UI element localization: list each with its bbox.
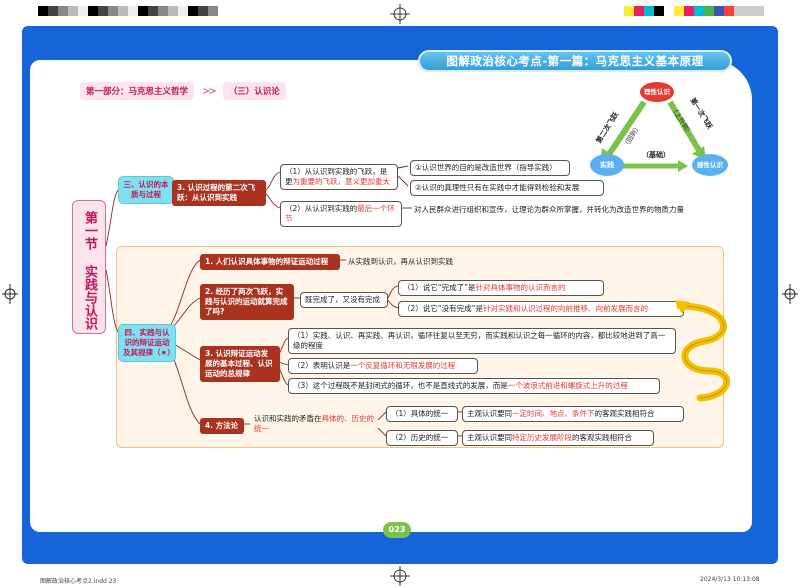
item-concrete-unity-desc-text: 主观认识要同 (467, 409, 512, 418)
node-general-law: 3. 认识辩证运动发展的基本过程、认识运动的总规律 (200, 346, 280, 382)
registration-mark-right (782, 284, 798, 304)
item-not-completed-text: （2）说它“没有完成”是 (403, 304, 484, 313)
registration-mark-left (2, 284, 18, 304)
label-basis: （基础） (642, 151, 670, 159)
item-completed: （1）说它“完成了”是针对具体事物的认识而言的 (398, 280, 604, 296)
item-purpose: ①认识世界的目的是改造世界（指导实践） (410, 160, 570, 176)
section-label: 第一节 实践与认识 (72, 200, 106, 334)
item-concrete-unity: （1）具体的统一 (386, 406, 458, 422)
item-leap-importance-text: （1）从认识到实践的飞跃，是更 (285, 167, 388, 186)
item-repeated-cycle-red: 一个反复循环和无限发展的过程 (350, 361, 456, 370)
item-historical-unity: （2）历史的统一 (386, 430, 458, 446)
branch-four-title: 四、实践与认识的辩证运动及其规律（★） (118, 324, 176, 362)
cycle-diagram: 理性认识 实践 感性认识 第二次飞跃 （回到） 第一次飞跃 （上升到） （基础） (560, 78, 750, 188)
color-bar-right (624, 6, 764, 16)
node-rational-cognition: 理性认识 (640, 82, 674, 102)
item-spiral-progress-red: 一个波浪式前进和螺旋式上升的过程 (507, 381, 628, 390)
item-not-completed-red: 针对实践和认识过程的向前推移、向前发展而言的 (483, 304, 649, 313)
desc-methodology-red: 具体的、历史的统一 (254, 414, 374, 433)
item-completed-red: 针对具体事物的认识而言的 (475, 283, 566, 292)
item-cycle-endless: （1）实践、认识、再实践、再认识，循环往复以至无穷，而实践和认识之每一循环的内容… (288, 328, 676, 354)
item-last-link-red: 最后一个环节 (285, 204, 395, 223)
item-concrete-unity-end: 的客观实践相符合 (594, 409, 655, 418)
item-spiral-progress-text: （3）这个过程既不是封闭式的循环，也不是直线式的发展，而是 (293, 381, 508, 390)
desc-methodology: 认识和实践的矛盾在具体的、历史的统一 (250, 412, 378, 436)
registration-mark-top (390, 4, 410, 24)
item-last-link-text: （2）从认识到实践的 (285, 204, 358, 213)
item-repeated-cycle-text: （2）表明认识是 (293, 361, 351, 370)
color-bar-left (38, 6, 218, 16)
node-methodology: 4. 方法论 (200, 418, 244, 434)
item-leap-importance: （1）从认识到实践的飞跃，是更为重要的飞跃，意义更加重大 (280, 164, 398, 190)
item-leap-importance-red: 为重要的飞跃，意义更加重大 (292, 177, 391, 186)
item-repeated-cycle: （2）表明认识是一个反复循环和无限发展的过程 (288, 358, 478, 374)
item-concrete-unity-red: 一定时间、地点、条件下 (512, 409, 595, 418)
desc-completed-and-not: 既完成了，又没有完成 (300, 292, 388, 308)
spiral-icon (674, 300, 730, 402)
node-practice: 实践 (590, 154, 624, 176)
item-spiral-progress: （3）这个过程既不是封闭式的循环，也不是直线式的发展，而是一个波浪式前进和螺旋式… (288, 378, 660, 394)
page-banner-title: 图解政治核心考点-第一篇：马克思主义基本原理 (418, 50, 732, 72)
registration-mark-bottom (390, 566, 410, 586)
item-historical-unity-desc: 主观认识要同特定历史发展阶段的客观实践相符合 (462, 430, 654, 446)
item-historical-unity-end: 的客观实践相符合 (572, 433, 632, 442)
breadcrumb-part: 第一部分：马克思主义哲学 (80, 82, 195, 100)
item-truth-tested: ②认识的真理性只有在实践中才能得到检验和发展 (410, 180, 604, 196)
item-last-link-desc: 对人民群众进行组织和宣传，让理论为群众所掌握，并转化为改造世界的物质力量 (414, 205, 684, 214)
item-historical-unity-desc-text: 主观认识要同 (467, 433, 512, 442)
branch-three-title: 三、认识的本质与过程 (118, 176, 174, 204)
item-concrete-unity-desc: 主观认识要同一定时间、地点、条件下的客观实践相符合 (462, 406, 684, 422)
item-completed-text: （1）说它“完成了”是 (403, 283, 476, 292)
desc-dialectical-process: 从实践到认识，再从认识到实践 (348, 257, 453, 266)
breadcrumb-chapter: （三）认识论 (222, 82, 286, 100)
page-number: 023 (383, 522, 411, 538)
node-second-leap: 3. 认识过程的第二次飞跃：从认识到实践 (172, 180, 266, 206)
footer-file: 图解政治核心考点2.indd 23 (40, 578, 117, 585)
item-last-link: （2）从认识到实践的最后一个环节 (280, 201, 402, 227)
node-two-leaps-question: 2. 经历了两次飞跃，实践与认识的运动就算完成了吗? (200, 284, 294, 320)
item-historical-unity-red: 特定历史发展阶段 (512, 433, 572, 442)
breadcrumb-separator: >> (202, 85, 217, 97)
footer-timestamp: 2024/3/13 10:13:08 (700, 576, 760, 583)
node-dialectical-process: 1. 人们认识具体事物的辩证运动过程 (200, 254, 340, 270)
desc-methodology-text: 认识和实践的矛盾在 (254, 414, 322, 423)
breadcrumb: 第一部分：马克思主义哲学 >> （三）认识论 (80, 82, 286, 100)
node-perceptual-cognition: 感性认识 (692, 154, 728, 176)
item-not-completed: （2）说它“没有完成”是针对实践和认识过程的向前推移、向前发展而言的 (398, 301, 684, 317)
